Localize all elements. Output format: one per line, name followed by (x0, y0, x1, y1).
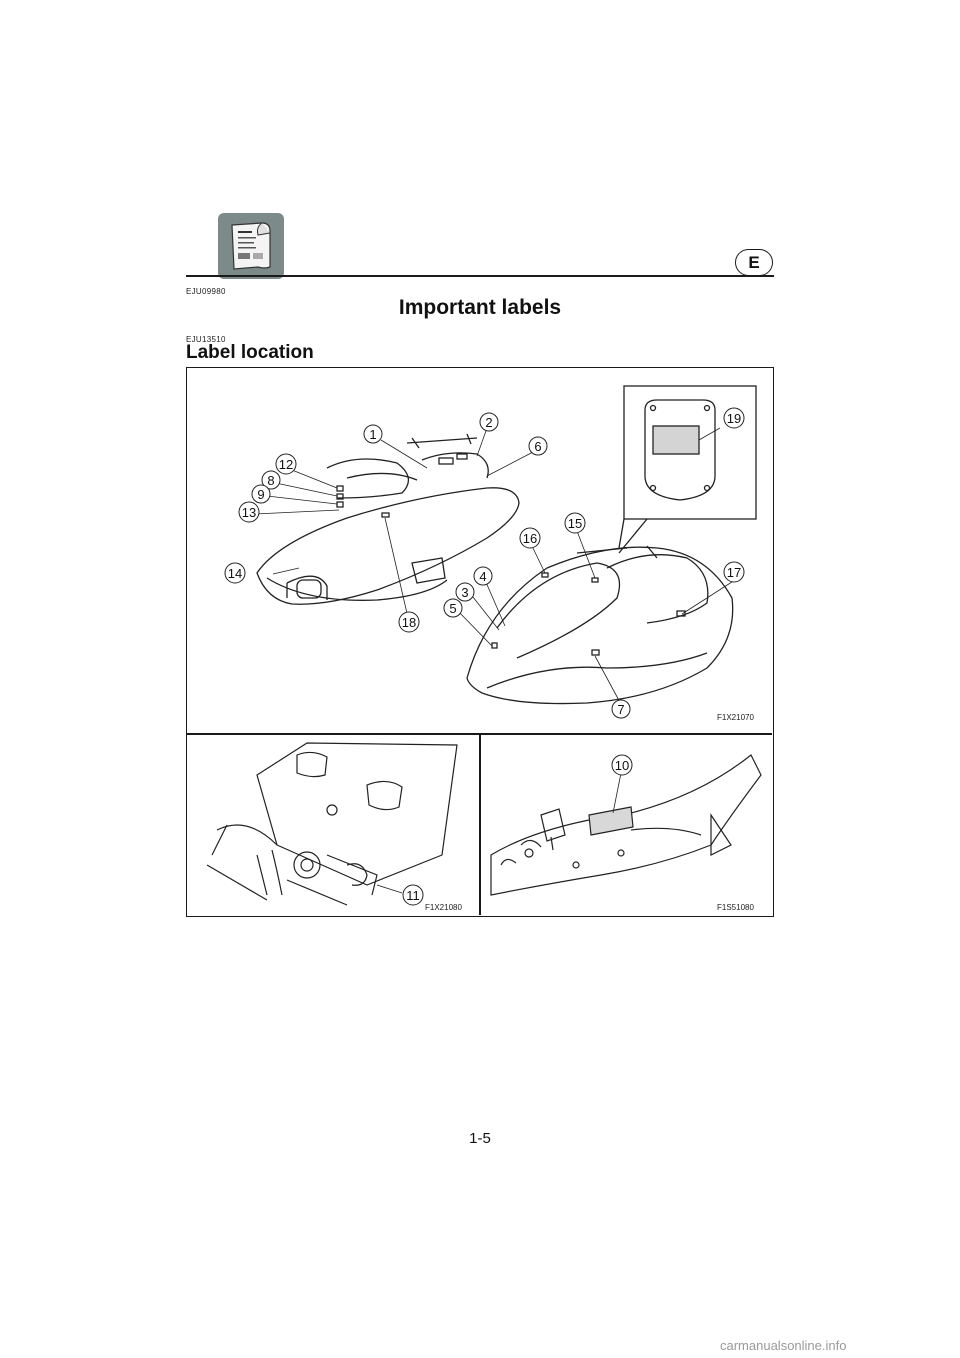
callout-1: 1 (363, 424, 383, 444)
language-badge: E (735, 249, 773, 276)
callout-9-label: 9 (257, 487, 264, 502)
callout-5-label: 5 (449, 601, 456, 616)
callout-2: 2 (479, 412, 499, 432)
callout-18: 18 (398, 611, 420, 633)
callout-2-label: 2 (485, 415, 492, 430)
callout-16: 16 (519, 527, 541, 549)
callout-12-label: 12 (279, 457, 293, 472)
callout-17-label: 17 (727, 565, 741, 580)
section-title: Label location (186, 342, 314, 363)
callout-10: 10 (611, 754, 633, 776)
callout-1-label: 1 (369, 427, 376, 442)
callout-16-label: 16 (523, 531, 537, 546)
callout-8: 8 (261, 470, 281, 490)
label-location-figure: 1 2 3 4 5 6 7 8 9 12 13 14 15 16 17 18 1… (186, 367, 774, 917)
callout-7-label: 7 (617, 702, 624, 717)
callout-15: 15 (564, 512, 586, 534)
callout-15-label: 15 (568, 516, 582, 531)
callout-4-label: 4 (479, 569, 486, 584)
figure-code-bottom-right: F1S51080 (717, 903, 754, 912)
callout-13-label: 13 (242, 505, 256, 520)
manual-book-icon (218, 213, 284, 279)
figure-code-main: F1X21070 (717, 713, 754, 722)
callout-3: 3 (455, 582, 475, 602)
callout-19-label: 19 (727, 411, 741, 426)
callout-11-label: 11 (406, 888, 420, 903)
callout-3-label: 3 (461, 585, 468, 600)
callout-10-label: 10 (615, 758, 629, 773)
callout-11: 11 (402, 884, 424, 906)
callout-19: 19 (723, 407, 745, 429)
doc-code: EJU09980 (186, 287, 226, 296)
engine-compartment-illustration: 11 (206, 742, 458, 906)
callout-8-label: 8 (267, 473, 274, 488)
storage-compartment-illustration: 10 (490, 754, 762, 896)
callout-14: 14 (224, 562, 246, 584)
callout-12: 12 (275, 453, 297, 475)
callout-18-label: 18 (402, 615, 416, 630)
figure-code-bottom-left: F1X21080 (425, 903, 462, 912)
page-number: 1-5 (469, 1130, 491, 1147)
callout-4: 4 (473, 566, 493, 586)
watercraft-illustration: 1 2 3 4 5 6 7 8 9 12 13 14 15 16 17 18 1… (224, 385, 757, 719)
callout-17: 17 (723, 561, 745, 583)
figure-divider-vertical (479, 733, 481, 915)
callout-9: 9 (251, 484, 271, 504)
page-title: Important labels (398, 296, 562, 319)
callout-6: 6 (528, 436, 548, 456)
callout-6-label: 6 (534, 439, 541, 454)
callout-13: 13 (238, 501, 260, 523)
callout-5: 5 (443, 598, 463, 618)
callout-7: 7 (611, 699, 631, 719)
callout-14-label: 14 (228, 566, 242, 581)
watermark: carmanualsonline.info (720, 1338, 847, 1353)
section-code: EJU13510 (186, 335, 226, 344)
header-rule (186, 275, 774, 277)
